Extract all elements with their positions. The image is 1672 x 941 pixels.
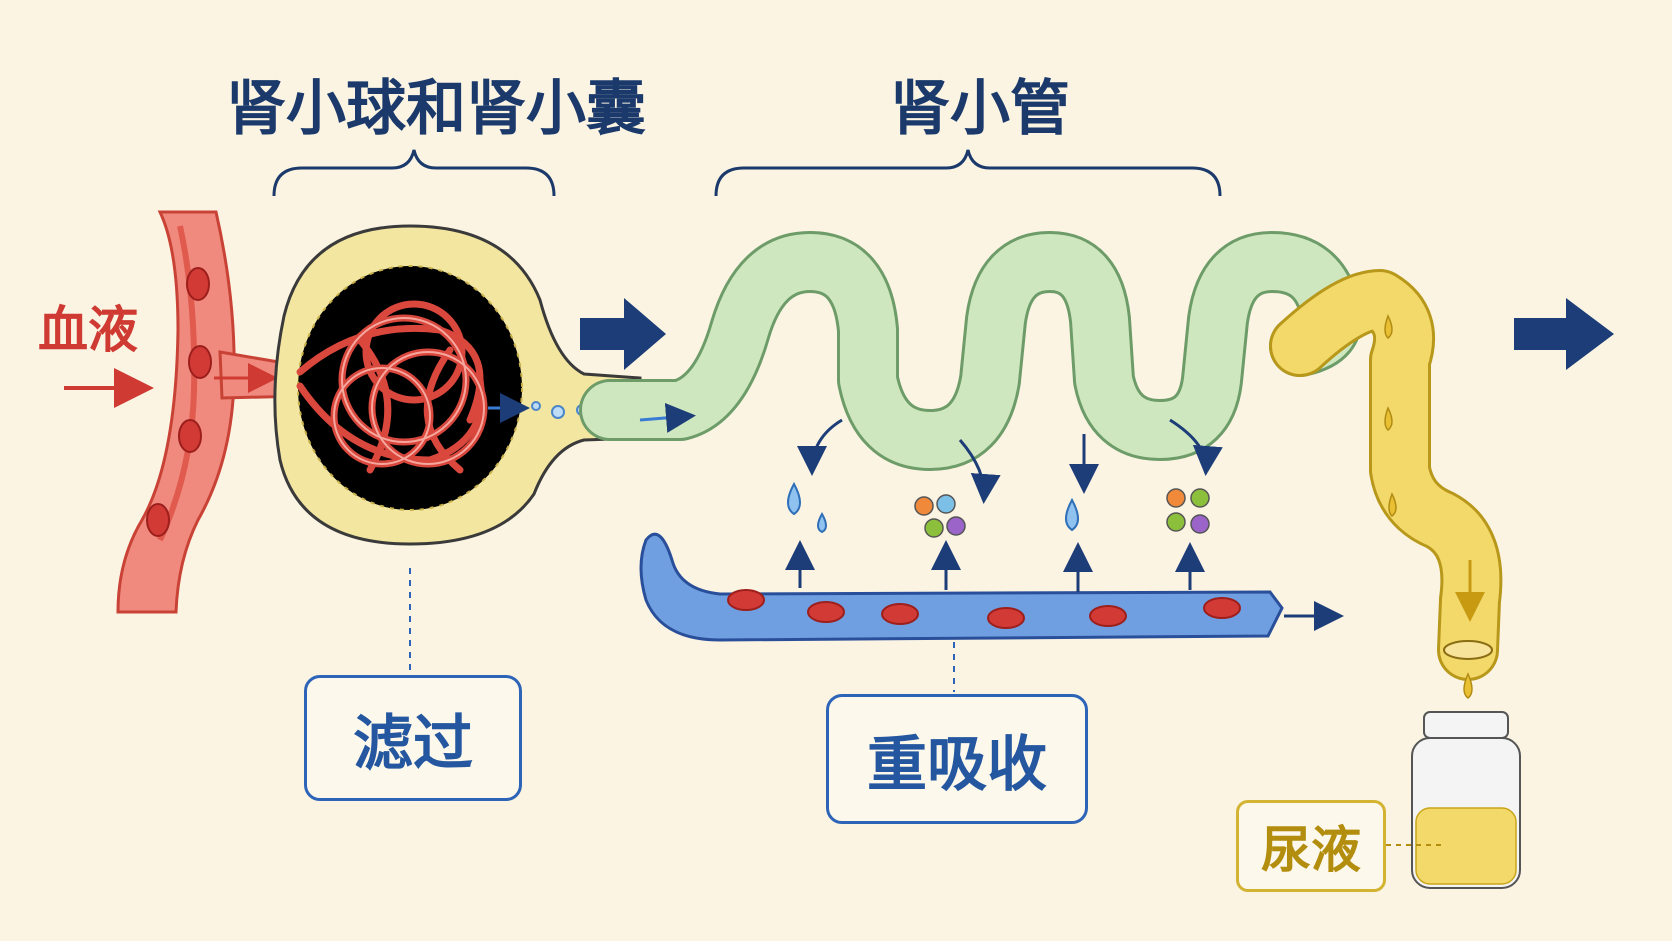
glomerulus-highlight: [333, 317, 485, 465]
water-drop-icon: [787, 481, 1079, 534]
duct-opening: [1443, 640, 1493, 660]
blood-label: 血液: [38, 301, 138, 359]
reabsorption-down-arrows: [797, 418, 1223, 504]
red-blood-cell-icon: [727, 589, 1241, 629]
urine-jar-icon: [1411, 711, 1521, 889]
reabsorption-box: 重吸收: [826, 694, 1088, 824]
urine-box: 尿液: [1236, 800, 1386, 892]
red-blood-cell-icon: [146, 267, 212, 537]
nutrient-particles-icon: [914, 488, 1210, 538]
filtration-box: 滤过: [304, 675, 522, 801]
reabsorption-up-arrows: [785, 540, 1205, 592]
flow-arrow-icon: [1514, 298, 1614, 370]
glomerulus-capsule-title: 肾小球和肾小囊: [226, 74, 646, 144]
tubule-title: 肾小管: [890, 74, 1070, 144]
brace-glomerulus: [272, 149, 556, 197]
flow-arrow-icon: [580, 298, 666, 370]
tubule-flow-arrow: [639, 402, 696, 433]
peritubular-vessel: [639, 532, 1284, 642]
collecting-duct: [1272, 272, 1500, 678]
brace-tubule: [714, 149, 1222, 197]
renal-tubule: [582, 234, 1360, 468]
urine-drops: [1384, 314, 1473, 699]
